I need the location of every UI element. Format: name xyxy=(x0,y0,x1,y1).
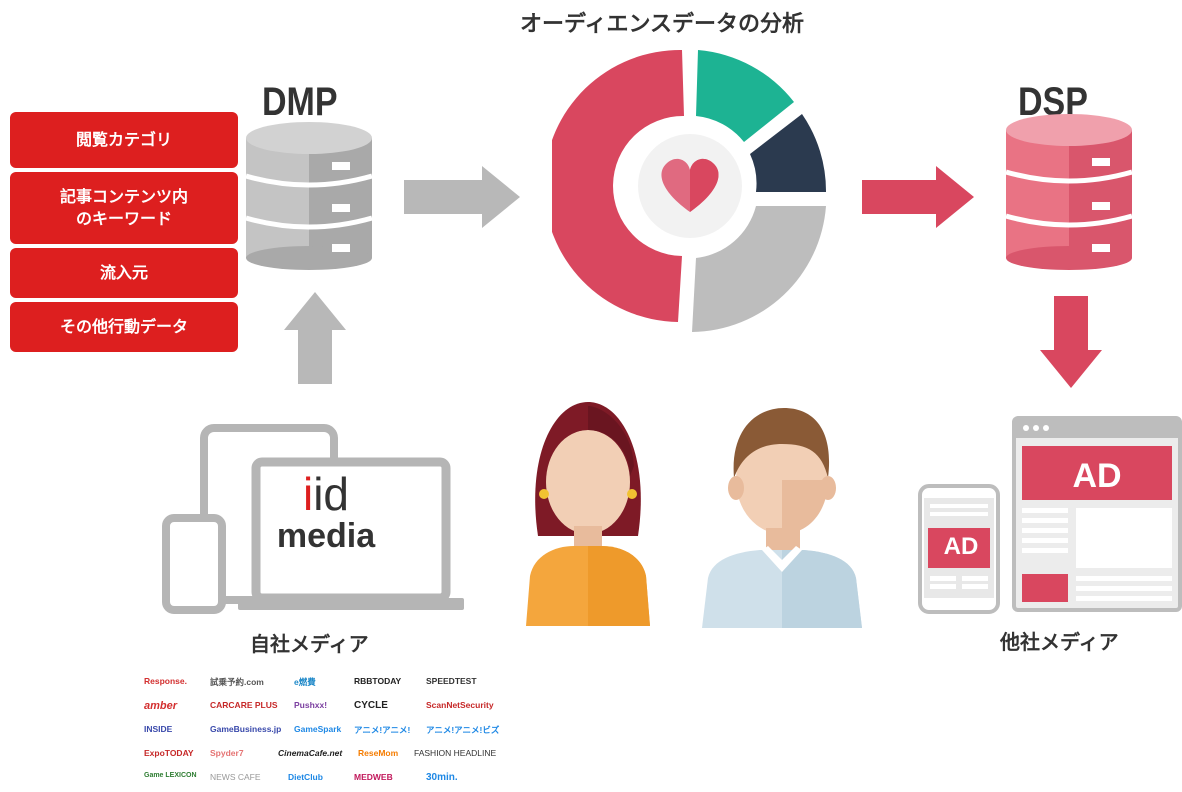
analysis-title: オーディエンスデータの分析 xyxy=(520,12,805,37)
logo-scannetsecurity: ScanNetSecurity xyxy=(426,700,494,710)
logo-shijou-yoyaku: 試乗予約.com xyxy=(210,677,264,687)
logo-30min: 30min. xyxy=(426,772,458,783)
browser-ad-label: AD xyxy=(1072,457,1122,495)
other-media-label: 他社メディア xyxy=(1000,630,1119,654)
audience-donut-chart xyxy=(552,49,827,332)
arrow-down-pink-icon xyxy=(1040,296,1102,388)
browser-ad-illustration xyxy=(1012,416,1182,612)
logo-dietclub: DietClub xyxy=(288,772,323,782)
logo-pushxx: Pushxx! xyxy=(294,700,328,710)
logo-carcare-plus: CARCARE PLUS xyxy=(210,700,278,710)
own-media-label: 自社メディア xyxy=(250,632,369,656)
phone-ad-label: AD xyxy=(943,533,979,560)
logo-fashion-headline: FASHION HEADLINE xyxy=(414,748,497,758)
logo-response: Response. xyxy=(144,676,187,686)
logo-expotoday: ExpoTODAY xyxy=(144,748,194,758)
arrow-up-gray-icon xyxy=(284,292,346,384)
logo-gamebusiness: GameBusiness.jp xyxy=(210,724,282,734)
dmp-database-icon xyxy=(246,122,372,270)
logo-speedtest: SPEEDTEST xyxy=(426,676,477,686)
logo-anime-anime: アニメ!アニメ! xyxy=(354,725,411,735)
woman-avatar-icon xyxy=(526,402,650,626)
category-referrer: 流入元 xyxy=(10,248,238,298)
logo-cinemacafe: CinemaCafe.net xyxy=(278,748,343,758)
category-browsing: 閲覧カテゴリ xyxy=(10,112,238,168)
logo-game-lexicon: Game LEXICON xyxy=(144,772,197,779)
logo-cycle: CYCLE xyxy=(354,700,388,711)
media-logos-grid: Response. 試乗予約.com e燃費 RBBTODAY SPEEDTES… xyxy=(138,668,499,792)
logo-news-cafe: NEWS CAFE xyxy=(210,772,261,782)
devices-illustration xyxy=(162,424,464,614)
logo-rbbtoday: RBBTODAY xyxy=(354,676,402,686)
dmp-label: DMP xyxy=(262,80,338,124)
category-keywords: 記事コンテンツ内 のキーワード xyxy=(10,172,238,244)
dsp-database-icon xyxy=(1006,114,1132,270)
iid-media-logo: iiidid media xyxy=(276,468,376,555)
arrow-right-pink-icon xyxy=(862,166,974,228)
logo-inside: INSIDE xyxy=(144,724,173,734)
logo-e-nenpi: e燃費 xyxy=(294,677,316,687)
logo-anime-anime-biz: アニメ!アニメ!ビズ xyxy=(426,725,500,735)
phone-ad-illustration xyxy=(918,484,1000,614)
arrow-right-gray-icon xyxy=(404,166,520,228)
logo-amber: amber xyxy=(144,700,178,712)
category-other-behavior: その他行動データ xyxy=(10,302,238,352)
logo-gamespark: GameSpark xyxy=(294,724,342,734)
logo-spyder7: Spyder7 xyxy=(210,748,244,758)
man-avatar-icon xyxy=(702,408,862,628)
logo-medweb: MEDWEB xyxy=(354,772,393,782)
logo-resemom: ReseMom xyxy=(358,748,399,758)
